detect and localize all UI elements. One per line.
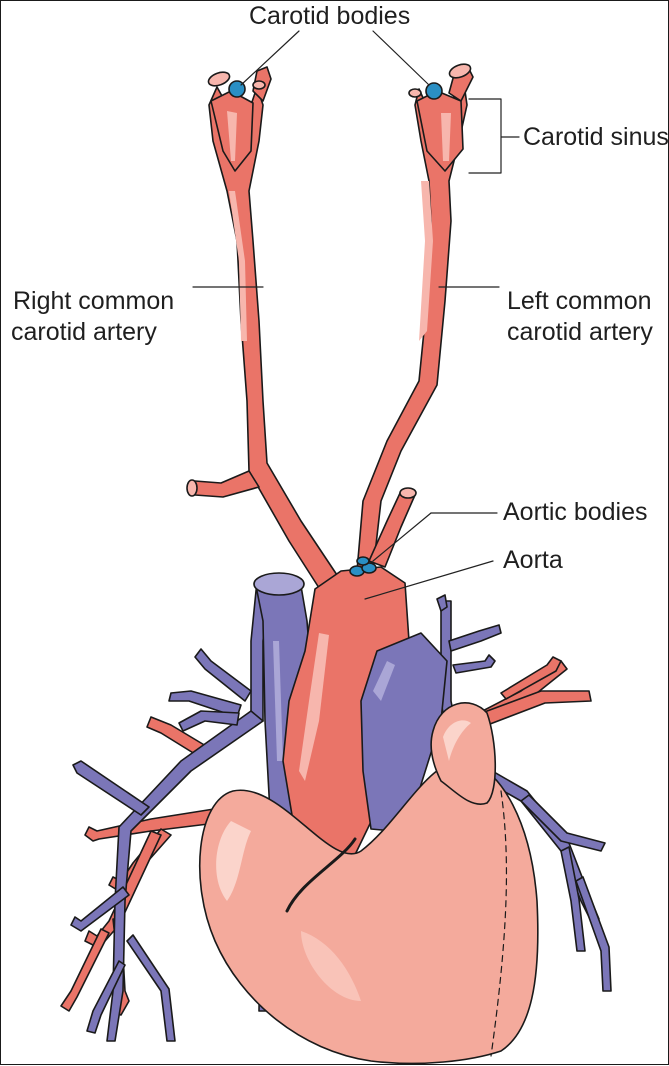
carotid-bodies-label: Carotid bodies [249, 2, 410, 31]
right-common-carotid-label-line1: Right common [13, 287, 174, 316]
left-common-carotid-label-line1: Left common [507, 287, 652, 316]
left-common-carotid-label-line2: carotid artery [507, 318, 653, 347]
aortic-bodies-label: Aortic bodies [503, 498, 648, 527]
carotid-sinus-bracket [469, 99, 519, 173]
leader-carotid-body-left [373, 31, 429, 85]
right-subclavian-artery [187, 471, 259, 497]
left-carotid-body [426, 83, 442, 99]
carotid-sinus-label: Carotid sinus [523, 123, 669, 152]
aorta-label: Aorta [503, 546, 563, 575]
right-common-carotid-label-line2: carotid artery [11, 318, 157, 347]
